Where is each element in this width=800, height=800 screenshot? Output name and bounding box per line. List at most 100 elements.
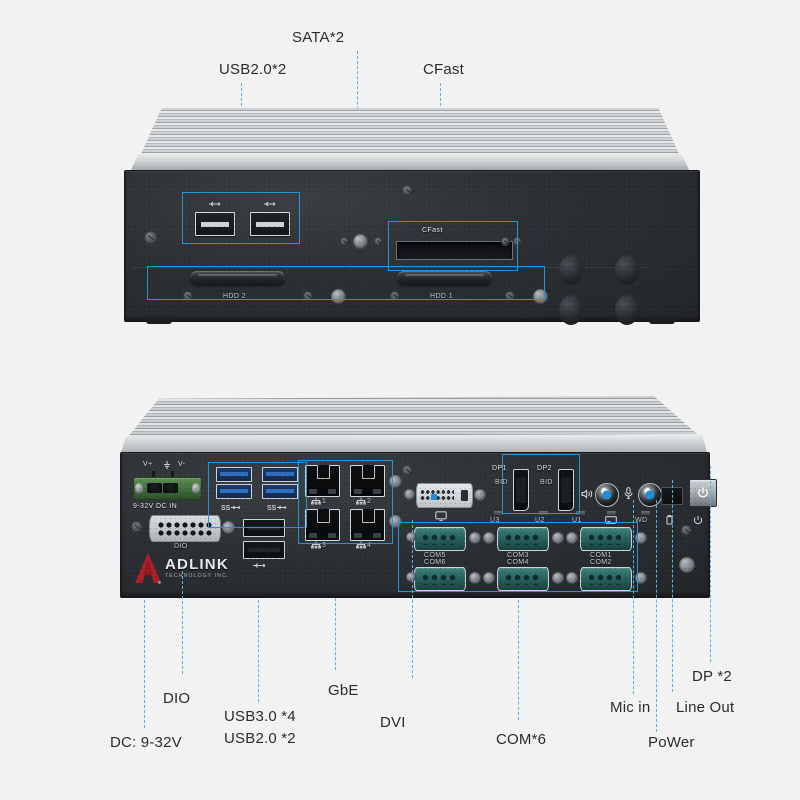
db9-jackscrew <box>406 532 416 542</box>
usb-trident-icon <box>253 563 266 568</box>
hdd2-tray-handle[interactable] <box>190 271 285 285</box>
db9-jackscrew <box>469 532 481 544</box>
db9-jackscrew <box>406 572 416 582</box>
usb30-port-4[interactable] <box>262 484 298 499</box>
callout-lineout-label: Line Out <box>676 699 735 716</box>
db9-jackscrew <box>483 532 495 544</box>
line-out-icon <box>581 489 593 499</box>
usb30-port-2[interactable] <box>216 484 252 499</box>
led-u1-label: U1 <box>572 517 582 524</box>
bottom-rear-panel: V+ V- 9-32V DC IN DIO <box>120 452 717 598</box>
leader-com <box>518 600 519 720</box>
tray-divider <box>133 267 343 268</box>
callout-com-label: COM*6 <box>496 731 547 748</box>
heatsink-cap-top <box>130 154 690 172</box>
leader-dio <box>182 566 183 674</box>
leader-micin <box>633 500 634 694</box>
lan-port-1[interactable] <box>305 465 340 497</box>
lan-port-2[interactable] <box>350 465 385 497</box>
lan4-silkscreen: 4 <box>367 542 372 549</box>
leader-dvi <box>412 520 413 678</box>
top-unit-front-view: CFast HDD 2 HDD 1 <box>124 108 700 330</box>
network-icon <box>356 541 366 549</box>
displayport-2[interactable] <box>558 469 574 511</box>
dc-power-terminal-block[interactable] <box>133 477 202 500</box>
usb-superspeed-icon: SS <box>267 505 287 512</box>
panel-standoff <box>222 521 235 534</box>
com4-port[interactable] <box>497 567 549 591</box>
mic-in-jack[interactable] <box>638 483 662 507</box>
panel-screw <box>374 237 383 246</box>
panel-standoff <box>389 475 402 488</box>
led-u2 <box>539 511 548 515</box>
chassis-foot <box>146 317 172 324</box>
usb20-port-3[interactable] <box>243 519 285 537</box>
panel-bumper <box>559 295 583 325</box>
usb20-port-4[interactable] <box>243 541 285 559</box>
network-icon <box>356 497 366 505</box>
hdd-led-icon <box>605 516 617 524</box>
db9-jackscrew <box>469 572 481 584</box>
com5-port[interactable] <box>414 527 466 551</box>
cfast-slot[interactable] <box>396 241 513 260</box>
tray-divider <box>349 267 649 268</box>
led-u3 <box>494 511 503 515</box>
dio-port[interactable] <box>149 515 221 542</box>
panel-standoff <box>533 289 548 304</box>
callout-sata-label: SATA*2 <box>292 29 345 46</box>
panel-standoff <box>474 489 486 501</box>
terminal-stud <box>152 471 155 478</box>
dc-in-silkscreen: 9-32V DC IN <box>133 503 178 510</box>
led-wd <box>641 511 650 515</box>
heatsink-cap-bottom <box>120 434 708 456</box>
usb20-port-2[interactable] <box>250 212 290 236</box>
dio-silkscreen: DIO <box>174 543 188 550</box>
usb20-port-1[interactable] <box>195 212 235 236</box>
com1-port[interactable] <box>580 527 632 551</box>
com2-port[interactable] <box>580 567 632 591</box>
dp2-silkscreen: DP2 <box>537 465 552 472</box>
db9-jackscrew <box>552 572 564 584</box>
leader-gbe <box>335 598 336 670</box>
power-symbol-icon <box>698 487 708 498</box>
usb-trident-icon <box>264 201 276 207</box>
dp2-bid-silkscreen: BID <box>540 479 553 486</box>
callout-cfast-label: CFast <box>423 61 465 78</box>
network-icon <box>311 497 321 505</box>
dvi-port[interactable] <box>416 483 473 508</box>
line-out-jack[interactable] <box>595 483 619 507</box>
com4-silkscreen: COM4 <box>507 559 529 566</box>
callout-dvi-label: DVI <box>380 714 406 731</box>
panel-bumper <box>615 255 639 285</box>
displayport-1[interactable] <box>513 469 529 511</box>
panel-screw <box>402 185 413 196</box>
usb30-port-3[interactable] <box>262 467 298 482</box>
callout-dio-label: DIO <box>163 690 191 707</box>
com6-silkscreen: COM6 <box>424 559 446 566</box>
lan-port-4[interactable] <box>350 509 385 541</box>
panel-screw <box>303 291 313 301</box>
usb30-port-1[interactable] <box>216 467 252 482</box>
microphone-icon <box>624 487 633 499</box>
usb-trident-icon <box>209 201 221 207</box>
earth-ground-icon <box>164 461 170 469</box>
adlink-logo-mark <box>135 553 161 583</box>
lan3-silkscreen: 3 <box>322 542 327 549</box>
panel-screw <box>144 231 158 245</box>
callout-dc-label: DC: 9-32V <box>110 734 182 751</box>
leader-dc <box>144 600 145 728</box>
power-button[interactable] <box>689 479 717 507</box>
lan-port-3[interactable] <box>305 509 340 541</box>
panel-screw <box>505 291 515 301</box>
hdd1-tray-handle[interactable] <box>397 271 492 285</box>
com6-port[interactable] <box>414 567 466 591</box>
db9-jackscrew <box>566 572 578 584</box>
adlink-tagline: TECHNOLOGY INC. <box>165 573 230 579</box>
panel-standoff <box>679 557 695 573</box>
bottom-unit-rear-view: V+ V- 9-32V DC IN DIO <box>120 396 717 621</box>
led-u3-label: U3 <box>490 517 500 524</box>
panel-standoff <box>404 489 415 500</box>
db9-jackscrew <box>566 532 578 544</box>
panel-screw <box>340 237 349 246</box>
com3-port[interactable] <box>497 527 549 551</box>
